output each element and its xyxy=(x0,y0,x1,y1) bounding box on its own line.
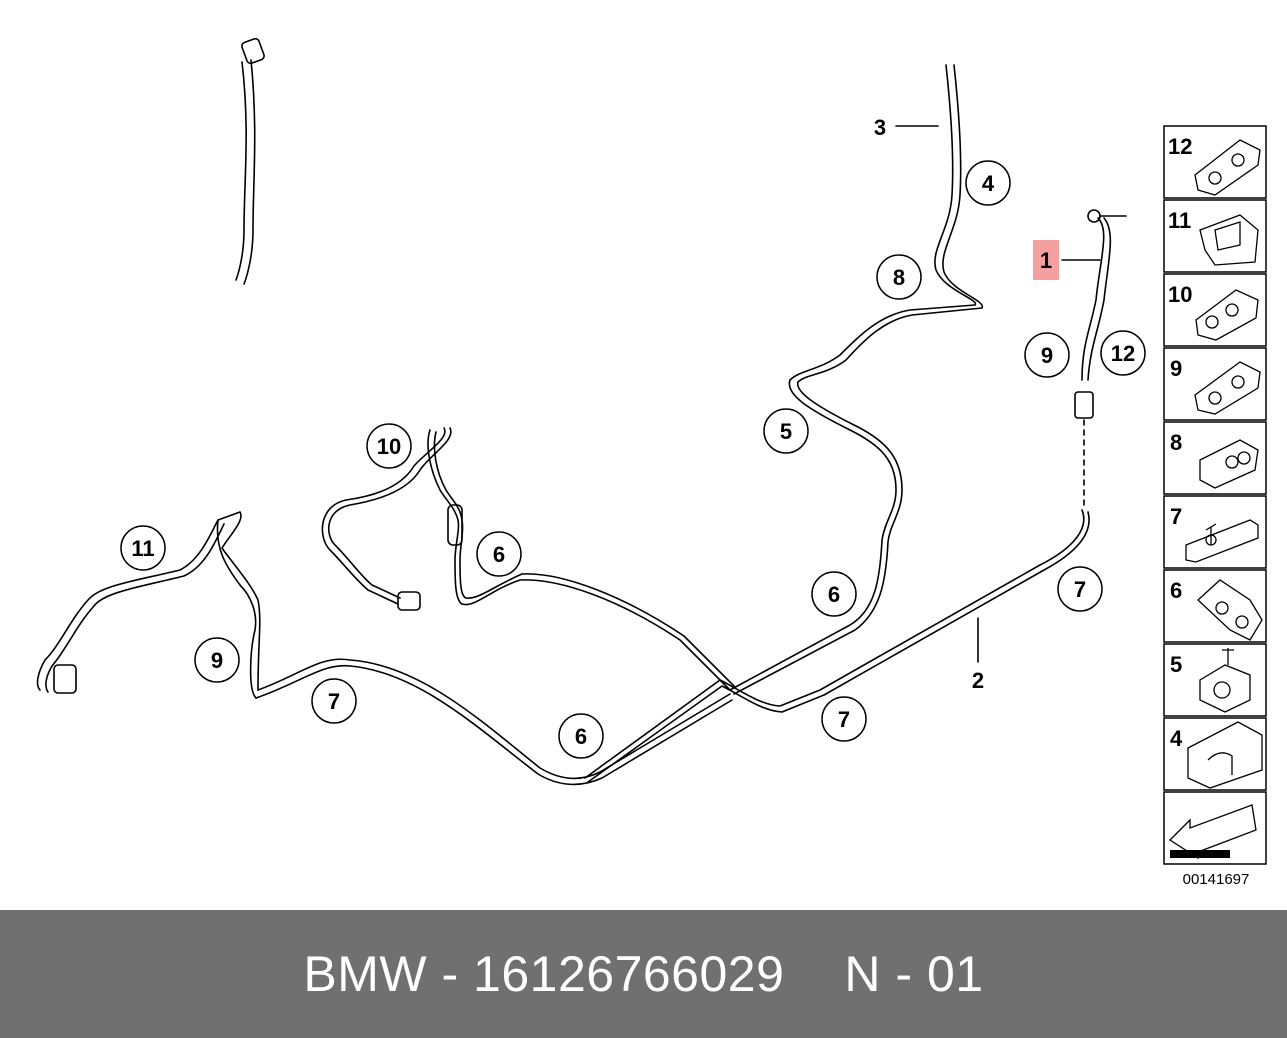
callout-11: 11 xyxy=(131,536,154,561)
bracket-clip-icon xyxy=(1199,214,1259,266)
callout-12: 12 xyxy=(1111,341,1135,366)
parts-diagram: 1 2 3 4 5 6 6 6 7 7 7 8 9 9 10 11 12 xyxy=(36,37,1267,888)
legend-num-11: 11 xyxy=(1168,208,1191,233)
part-label-2: 2 xyxy=(972,668,984,693)
clip-icon xyxy=(1197,579,1263,641)
callout-7: 7 xyxy=(1074,577,1086,602)
grommet-icon xyxy=(1199,439,1259,489)
clip-icon xyxy=(1194,361,1261,415)
callout-7: 7 xyxy=(328,689,340,714)
part-label-1: 1 xyxy=(1040,248,1052,273)
legend-num-12: 12 xyxy=(1168,134,1192,159)
legend-num-6: 6 xyxy=(1170,578,1182,603)
legend-num-9: 9 xyxy=(1170,356,1182,381)
brand-name: BMW xyxy=(303,946,428,1002)
mounting-bracket-icon xyxy=(1185,519,1259,563)
legend-num-4: 4 xyxy=(1170,726,1183,751)
fuel-line-3 xyxy=(235,59,256,285)
callout-6: 6 xyxy=(493,542,505,567)
highlight-part-1 xyxy=(1033,240,1059,280)
callout-9: 9 xyxy=(211,648,223,673)
callout-7: 7 xyxy=(838,707,850,732)
callout-6: 6 xyxy=(575,724,587,749)
fuel-line-3-run xyxy=(729,64,977,691)
arrow-left-icon xyxy=(1168,804,1257,860)
callout-9: 9 xyxy=(1041,343,1053,368)
fuel-line-2 xyxy=(584,509,1085,779)
parts-legend: 12 11 10 9 8 7 6 5 4 00141697 xyxy=(1163,125,1267,888)
footer-separator: - xyxy=(427,946,474,1002)
callout-4: 4 xyxy=(982,171,995,196)
callout-5: 5 xyxy=(780,419,792,444)
double-clip-icon xyxy=(1195,289,1259,341)
diagram-position: N - 01 xyxy=(844,946,984,1002)
clip-icon xyxy=(1194,139,1261,196)
callout-6: 6 xyxy=(828,582,840,607)
footer-bar: BMW - 16126766029 N - 01 xyxy=(0,910,1287,1038)
callout-10: 10 xyxy=(377,434,401,459)
part-label-3: 3 xyxy=(874,115,886,140)
block-clip-icon xyxy=(1187,721,1263,789)
callout-8: 8 xyxy=(893,265,905,290)
fuel-line-1 xyxy=(1081,217,1105,381)
stud-clip-icon xyxy=(1199,648,1251,713)
legend-num-7: 7 xyxy=(1170,504,1182,529)
legend-num-8: 8 xyxy=(1170,430,1182,455)
legend-num-10: 10 xyxy=(1168,282,1192,307)
legend-num-5: 5 xyxy=(1170,652,1182,677)
part-number: 16126766029 xyxy=(473,946,785,1002)
catalog-code: 00141697 xyxy=(1183,871,1250,888)
